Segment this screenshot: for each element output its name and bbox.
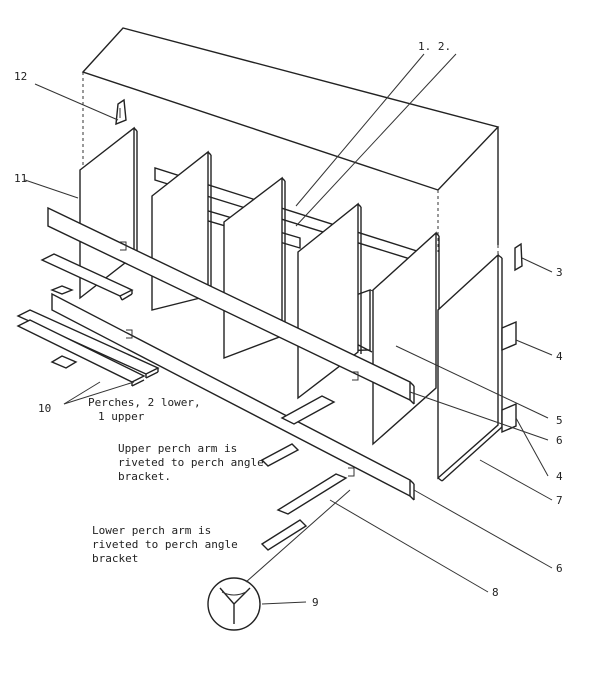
note-upper-arm-line-1: Upper perch arm is <box>118 442 237 455</box>
callout-8: 8 <box>492 586 499 599</box>
callout-6-upper: 6 <box>556 434 563 447</box>
callout-3: 3 <box>556 266 563 279</box>
callout-4-lower: 4 <box>556 470 563 483</box>
lower-perch-1 <box>16 309 160 379</box>
front-upper-rail <box>47 206 415 405</box>
end-panel <box>437 253 503 482</box>
note-upper-arm-line-2: riveted to perch angle <box>118 456 264 469</box>
note-upper-arm-line-3: bracket. <box>118 470 171 483</box>
note-lower-arm: Lower perch arm is riveted to perch angl… <box>92 524 238 565</box>
side-hanger-bracket <box>514 242 523 272</box>
callout-4-upper: 4 <box>556 350 563 363</box>
back-panel <box>81 27 500 260</box>
lower-perch-arm <box>276 473 348 515</box>
perch-arm-stub <box>50 355 78 369</box>
callout-7: 7 <box>556 494 563 507</box>
note-lower-arm-line-3: bracket <box>92 552 138 565</box>
top-hanger-bracket <box>115 98 127 126</box>
callout-labels: 1. 2. 12 11 3 4 5 6 4 7 6 8 9 10 <box>14 40 563 609</box>
side-rail-upper <box>501 320 517 352</box>
upper-perch <box>40 253 134 301</box>
note-perches-line-2: 1 upper <box>98 410 145 423</box>
divider-panel-5 <box>372 231 440 446</box>
lower-perch-angle-bracket <box>260 519 308 551</box>
perch-arm-cross-section <box>207 577 261 631</box>
note-perches-line-1: Perches, 2 lower, <box>88 396 201 409</box>
note-lower-arm-line-1: Lower perch arm is <box>92 524 211 537</box>
callout-1-2: 1. 2. <box>418 40 451 53</box>
upper-perch-angle-bracket <box>260 443 300 467</box>
callout-10: 10 <box>38 402 51 415</box>
callout-6-lower: 6 <box>556 562 563 575</box>
note-upper-arm: Upper perch arm is riveted to perch angl… <box>118 442 264 483</box>
note-perches: Perches, 2 lower, 1 upper <box>88 396 201 423</box>
callout-12: 12 <box>14 70 27 83</box>
upper-perch-arm <box>280 395 336 425</box>
upper-perch-bracket <box>50 285 74 295</box>
callout-11: 11 <box>14 172 27 185</box>
leader-lines <box>24 53 553 605</box>
callout-9: 9 <box>312 596 319 609</box>
note-lower-arm-line-2: riveted to perch angle <box>92 538 238 551</box>
callout-5: 5 <box>556 414 563 427</box>
